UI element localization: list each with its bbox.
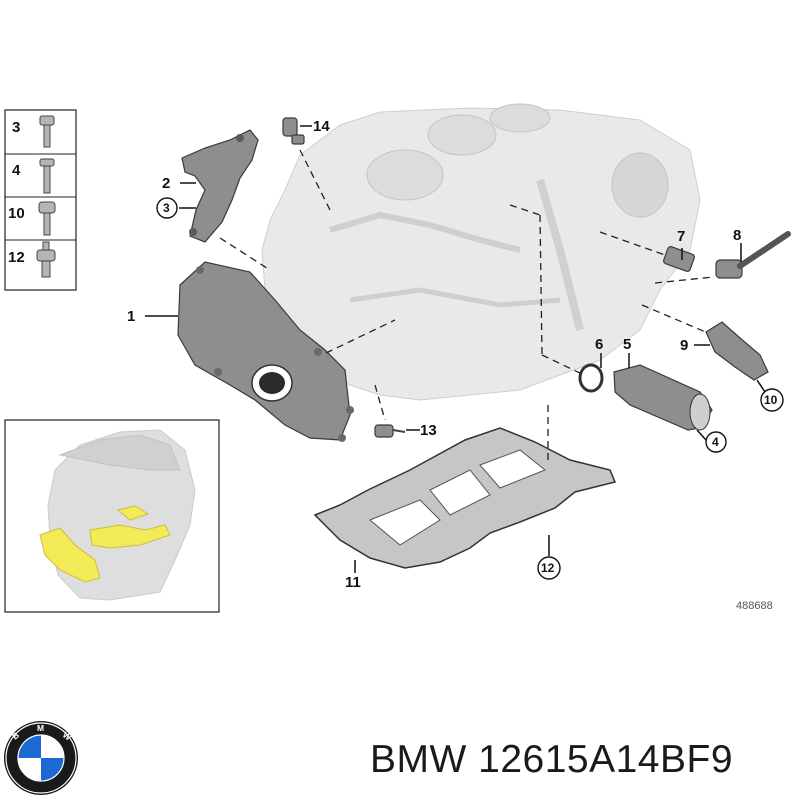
sensor-part-13	[374, 424, 406, 438]
callout-labels: 1 2 8 5 6 7 9 11 13 14 3 4 10 12	[127, 118, 784, 591]
callout-9: 9	[680, 337, 688, 354]
legend-label-3: 3	[12, 119, 20, 136]
callout-2: 2	[162, 175, 170, 192]
legend-label-10: 10	[8, 205, 25, 222]
callout-13: 13	[420, 422, 437, 439]
bracket-part	[181, 129, 259, 243]
callout-6: 6	[595, 336, 603, 353]
timing-cover-part	[177, 261, 354, 442]
svg-text:M: M	[37, 723, 44, 733]
pipe-part-5	[613, 364, 713, 431]
bolt-icon	[38, 201, 56, 236]
bolt-icon	[39, 158, 55, 194]
valve-part-9	[705, 321, 769, 381]
bolt-icon	[36, 241, 56, 278]
assembly-lines	[219, 149, 714, 460]
oring-part-6	[578, 363, 604, 393]
sensor-part-14	[282, 117, 305, 145]
reference-number: 488688	[736, 600, 773, 612]
legend-label-12: 12	[8, 249, 25, 266]
bmw-logo: B M W	[4, 721, 78, 795]
legend-label-4: 4	[12, 162, 21, 179]
callout-5: 5	[623, 336, 631, 353]
callout-1: 1	[127, 308, 135, 325]
bolt-icon	[39, 115, 55, 148]
callout-11: 11	[345, 574, 361, 591]
callout-7: 7	[677, 228, 685, 245]
callout-14: 14	[313, 118, 330, 135]
circled-callout-3: 3	[163, 201, 170, 215]
svg-text:B: B	[10, 730, 21, 742]
part-number-title: BMW 12615A14BF9	[370, 738, 734, 781]
circled-callout-10: 10	[764, 393, 778, 407]
engine-overview-inset	[4, 419, 220, 613]
hardware-legend: 3 4 10 12	[4, 109, 77, 291]
circled-callout-4: 4	[712, 435, 719, 449]
circled-callout-12: 12	[541, 561, 555, 575]
leader-lines	[145, 125, 766, 573]
engine-block	[261, 103, 701, 401]
oil-pan-gasket-part	[313, 427, 617, 569]
callout-8: 8	[733, 227, 741, 244]
sensor-part-8	[715, 231, 791, 279]
